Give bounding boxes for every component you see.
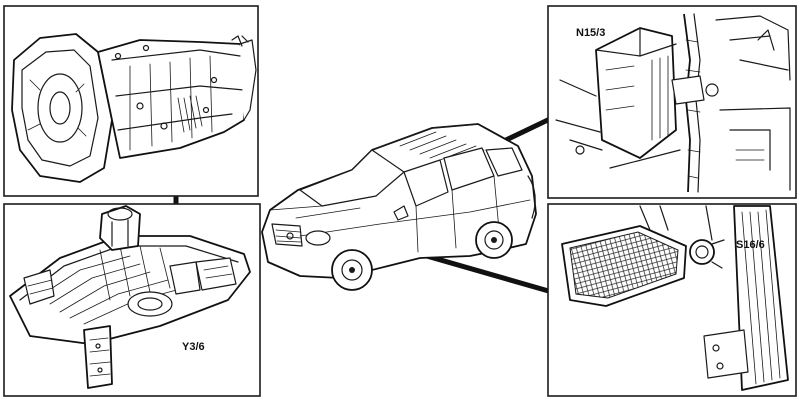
panel-pedals: S16/6 [547,203,797,397]
panel-valve-body: Y3/6 [3,203,261,397]
vehicle-illustration [261,123,537,291]
label-control-module: N15/3 [576,27,605,39]
panel-transmission [3,5,259,197]
panel-control-module: N15/3 [547,5,797,199]
valve-body-illustration [9,205,251,389]
control-module-illustration [555,13,791,193]
transmission-illustration [11,33,257,183]
label-pedal-switch: S16/6 [736,239,765,251]
pedals-illustration [561,205,789,391]
label-valve-body: Y3/6 [182,341,205,353]
